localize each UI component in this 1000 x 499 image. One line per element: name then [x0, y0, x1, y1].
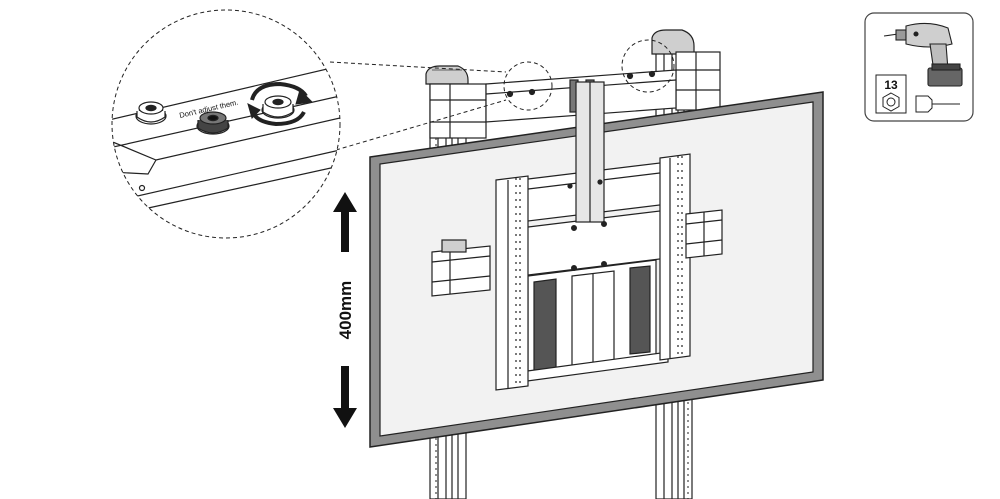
rotation-arrows-icon [247, 81, 314, 127]
socket-size-label: 13 [884, 78, 898, 92]
callout-leader-lines [329, 61, 507, 151]
fixed-nut-middle-icon [196, 111, 230, 135]
socket-extension-icon [915, 95, 960, 113]
height-adjustment-arrow [333, 192, 357, 428]
left-tower-cap [425, 65, 487, 139]
height-dimension-label: 400mm [336, 281, 355, 340]
right-tower-cap [651, 29, 721, 111]
left-slider-clamp [431, 239, 491, 297]
right-slider-clamp [685, 209, 723, 259]
hex-socket-icon: 13 [875, 74, 907, 114]
detail-focus-circle-right [621, 39, 675, 93]
adjust-nut-right-icon [261, 95, 295, 119]
cordless-drill-icon [883, 22, 963, 87]
detail-focus-circle-left [503, 61, 553, 111]
mounting-bracket [495, 81, 691, 391]
fixed-nut-left-icon [135, 101, 167, 125]
